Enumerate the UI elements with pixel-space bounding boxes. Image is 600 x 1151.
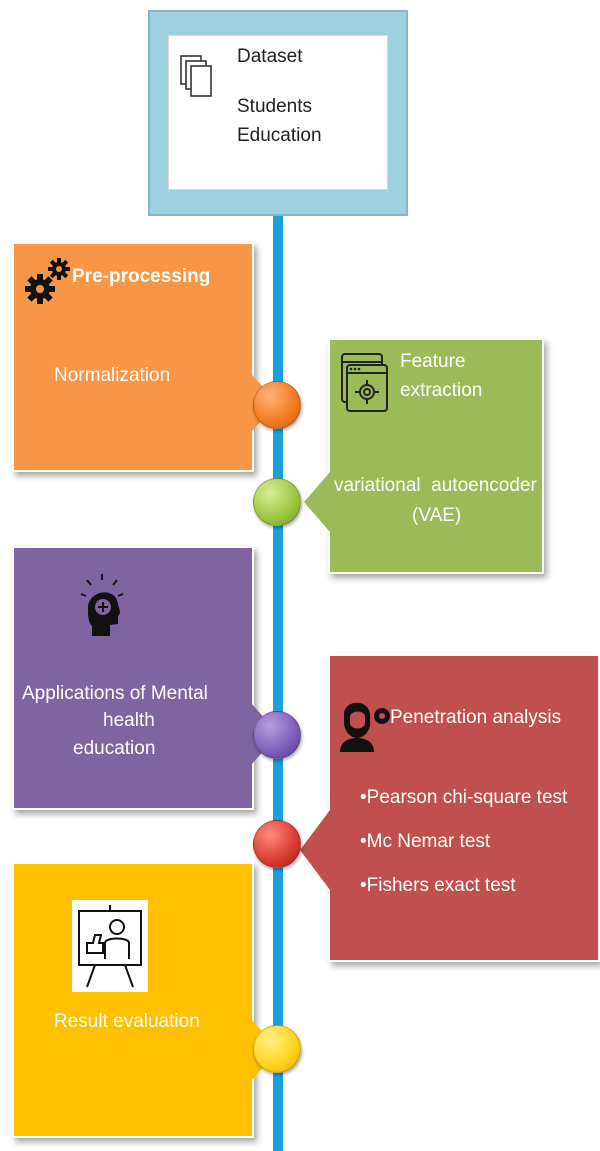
settings-window-icon (341, 353, 388, 412)
applications-line1: Applications of Mental (22, 683, 208, 704)
dataset-line2: Education (237, 125, 322, 146)
applications-card (12, 546, 254, 810)
timeline-node-penetration (253, 820, 301, 868)
dataset-line1: Students (237, 96, 312, 117)
penetration-card (328, 654, 600, 962)
timeline-node-preprocessing (253, 381, 301, 429)
penetration-item-2: •Mc Nemar test (360, 831, 491, 852)
timeline-line (273, 200, 283, 1151)
applications-line3: education (73, 738, 156, 759)
feature-body-line2: (VAE) (412, 505, 462, 526)
feature-title-line2: extraction (400, 380, 483, 401)
presentation-board-icon (78, 905, 142, 988)
preprocessing-body: Normalization (54, 365, 171, 386)
preprocessing-title: Pre-processing (72, 266, 211, 287)
head-lightbulb-icon (80, 574, 124, 636)
documents-icon (180, 55, 212, 97)
gears-icon (25, 258, 70, 304)
feature-body-line1: variational autoencoder (334, 475, 537, 496)
applications-line2: health (103, 710, 155, 731)
person-gear-icon (340, 702, 390, 752)
feature-extraction-pointer (304, 472, 330, 532)
penetration-item-3: •Fishers exact test (360, 875, 516, 896)
timeline-node-feature-extraction (253, 478, 301, 526)
presentation-board-background (72, 900, 148, 992)
feature-title-line1: Feature (400, 351, 466, 372)
penetration-pointer (300, 810, 330, 890)
penetration-title: Penetration analysis (390, 707, 562, 728)
timeline-node-applications (253, 711, 301, 759)
timeline-node-result (253, 1025, 301, 1073)
result-evaluation-title: Result evaluation (54, 1011, 200, 1032)
dataset-title: Dataset (237, 46, 303, 67)
penetration-item-1: •Pearson chi-square test (360, 787, 568, 808)
